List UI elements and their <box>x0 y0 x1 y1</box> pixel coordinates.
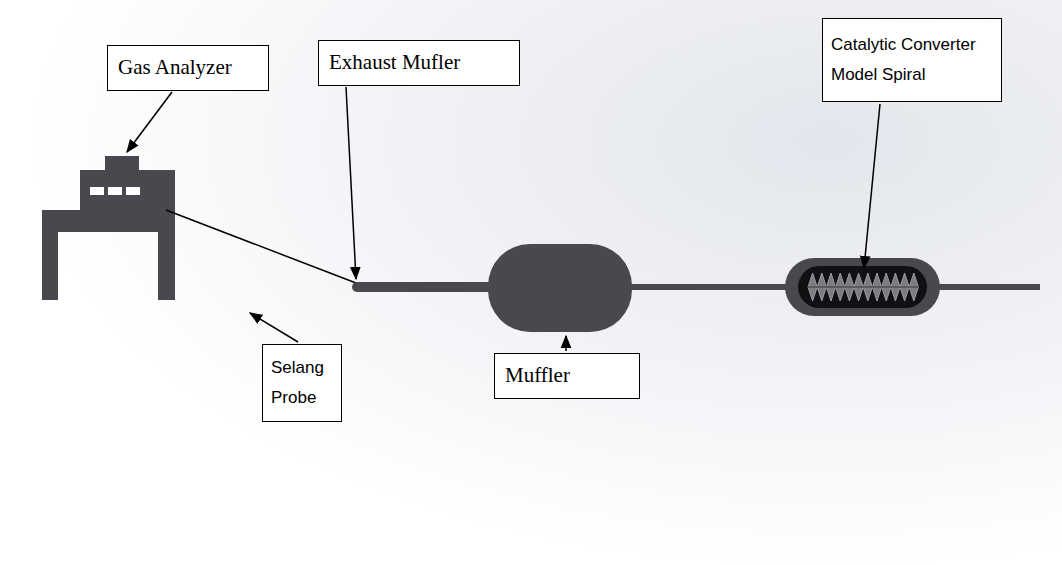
callout-label: Exhaust Mufler <box>329 50 509 75</box>
gas-analyzer-symbol <box>42 156 175 300</box>
callout-label: Gas Analyzer <box>118 55 258 80</box>
muffler-body <box>488 244 632 332</box>
callout-box: Gas Analyzer <box>107 45 269 91</box>
exhaust-pipe <box>357 282 500 292</box>
pipe <box>620 284 800 290</box>
converter-core <box>798 266 927 308</box>
callout-box: Exhaust Mufler <box>318 40 520 86</box>
callout-box: Muffler <box>494 353 640 399</box>
callout-label: Selang Probe <box>271 353 333 413</box>
converter-housing <box>785 258 940 316</box>
spiral-element <box>808 273 918 301</box>
callout-box: Selang Probe <box>262 344 342 422</box>
callout-label: Muffler <box>505 363 629 388</box>
callout-box: Catalytic Converter Model Spiral <box>822 18 1002 102</box>
probe-hose <box>166 210 356 283</box>
callout-label: Catalytic Converter Model Spiral <box>831 30 993 90</box>
leader-lines <box>127 87 880 351</box>
